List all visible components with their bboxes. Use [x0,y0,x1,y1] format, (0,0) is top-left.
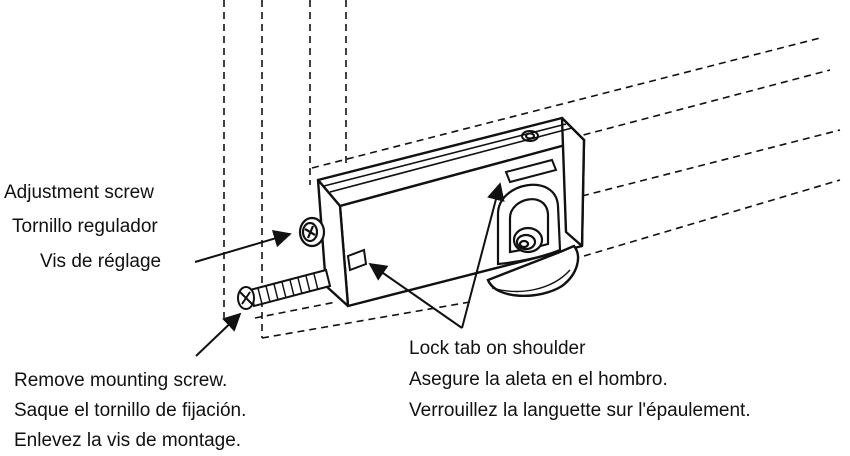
lock-tab [504,158,558,184]
axle-slot [496,183,562,266]
housing-top-hole [521,130,539,142]
lock-tab-window [346,248,368,272]
mounting-screw-label-es: Saque el tornillo de fijación. [14,400,247,421]
leader-arrows [194,182,505,357]
mounting-screw-label-fr: Enlevez la vis de montage. [14,430,242,451]
adjustment-screw-label-fr: Vis de réglage [40,251,162,272]
arrow-adjustment-screw [194,229,292,263]
mounting-screw-label-en: Remove mounting screw. [14,370,228,391]
adjustment-screw-label-es: Tornillo regulador [12,216,158,237]
arrow-lock-tab-window [368,262,463,329]
arrow-mounting-screw [195,312,242,357]
roller-wheel [486,244,580,297]
arrow-lock-tab-top [461,182,505,329]
mounting-screw [237,268,332,310]
dashed-frame-outline [223,0,841,339]
lock-tab-label-fr: Verrouillez la languette sur l'épaulemen… [409,400,751,421]
adjustment-screw-head [298,216,326,248]
lock-tab-label-es: Asegure la aleta en el hombro. [409,369,668,390]
adjustment-screw-label-en: Adjustment screw [4,182,154,203]
lock-tab-label-en: Lock tab on shoulder [409,338,586,359]
roller-housing [316,116,586,308]
